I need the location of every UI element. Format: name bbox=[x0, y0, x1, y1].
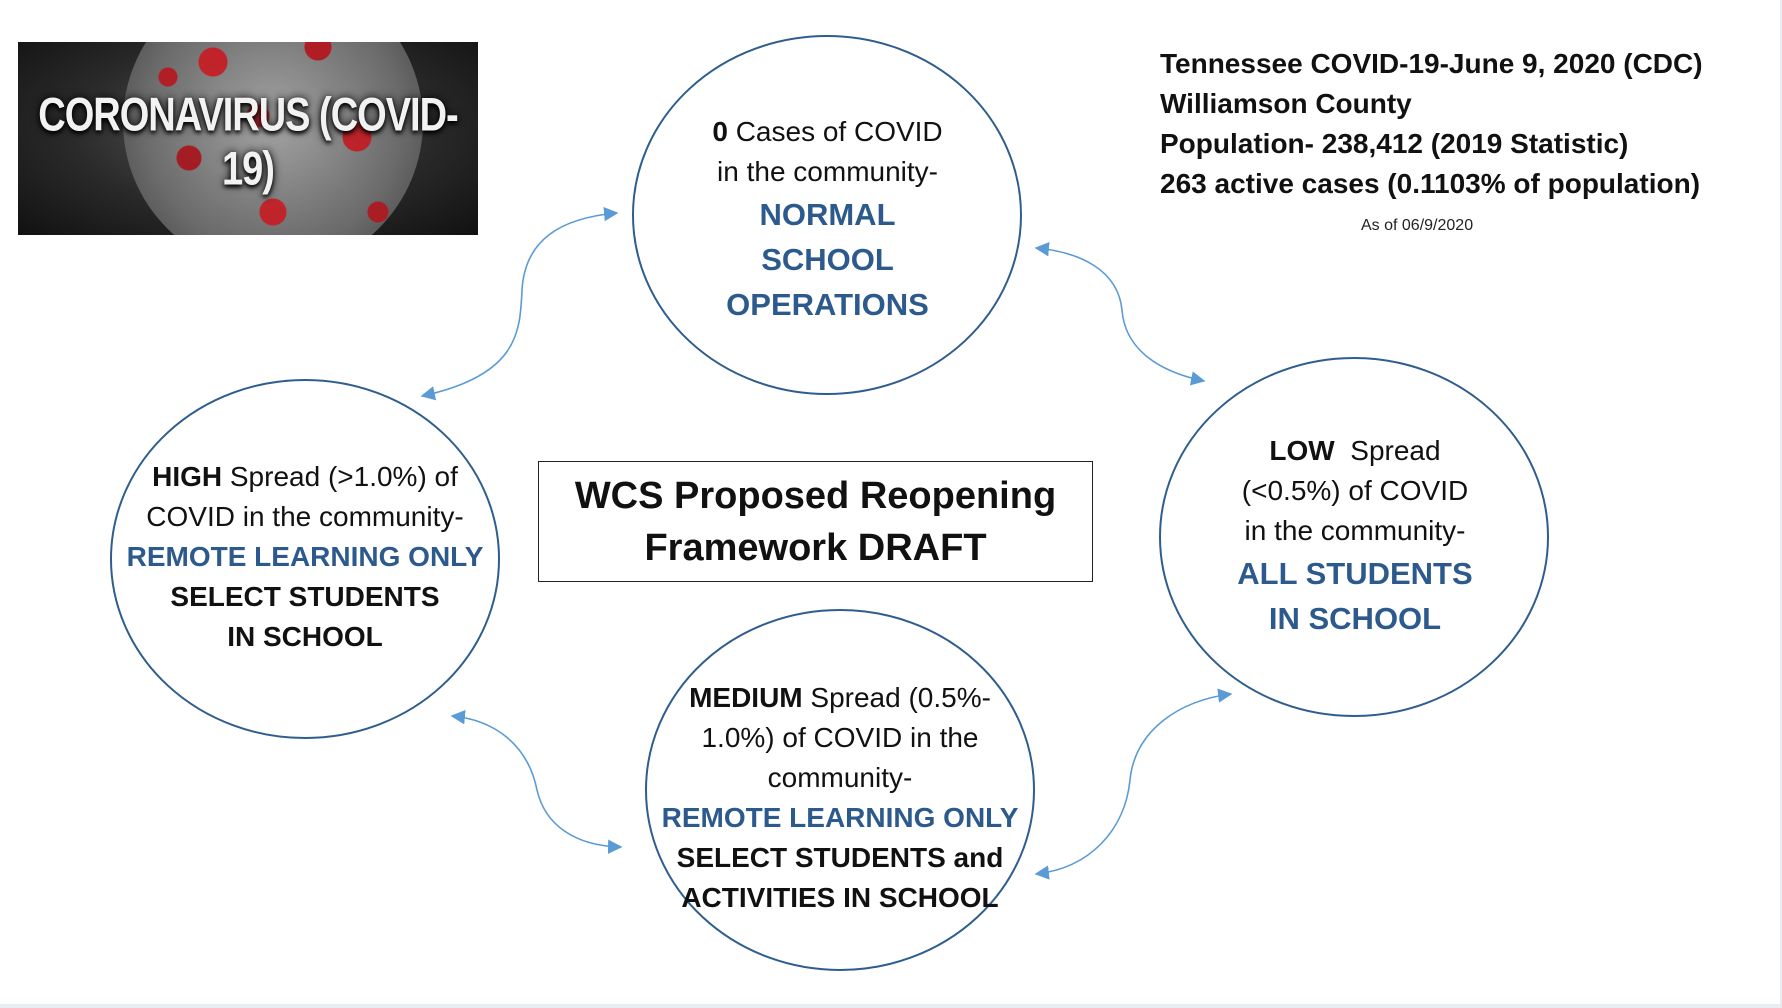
banner-caption: CORONAVIRUS (COVID-19) bbox=[38, 89, 458, 196]
medium-line-1: MEDIUM Spread (0.5%- bbox=[689, 682, 991, 713]
high-status-select-2: IN SCHOOL bbox=[227, 621, 383, 652]
stats-line-1: Tennessee COVID-19-June 9, 2020 (CDC) bbox=[1160, 48, 1703, 79]
medium-line-2: 1.0%) of COVID in the bbox=[701, 722, 979, 753]
high-line-1: HIGH Spread (>1.0%) of bbox=[152, 461, 458, 492]
medium-line-3: community- bbox=[767, 762, 913, 793]
arrow-normal-low bbox=[1034, 242, 1206, 386]
low-status-2: IN SCHOOL bbox=[1268, 601, 1442, 636]
normal-line-1: 0 Cases of COVID bbox=[712, 116, 943, 147]
coronavirus-banner-image: CORONAVIRUS (COVID-19) bbox=[18, 42, 478, 235]
low-line-2: (<0.5%) of COVID bbox=[1241, 475, 1469, 506]
stats-line-4: 263 active cases (0.1103% of population) bbox=[1160, 168, 1701, 199]
arrow-high-normal bbox=[420, 206, 619, 401]
low-line-1: LOW Spread bbox=[1269, 435, 1441, 466]
stats-line-2: Williamson County bbox=[1160, 88, 1412, 119]
normal-status-1: NORMAL bbox=[759, 197, 896, 232]
high-status-select-1: SELECT STUDENTS bbox=[170, 581, 440, 612]
medium-status-remote: REMOTE LEARNING ONLY bbox=[661, 802, 1019, 833]
medium-status-select-1: SELECT STUDENTS and bbox=[676, 842, 1004, 873]
arrow-medium-high bbox=[450, 710, 623, 854]
title-line-1: WCS Proposed Reopening bbox=[574, 474, 1057, 517]
high-level: HIGH bbox=[152, 461, 223, 492]
node-medium-spread: MEDIUM Spread (0.5%- 1.0%) of COVID in t… bbox=[645, 678, 1035, 918]
circle-normal-operations bbox=[632, 35, 1022, 395]
covid-stats-block: Tennessee COVID-19-June 9, 2020 (CDC) Wi… bbox=[1160, 44, 1703, 204]
circle-high-spread bbox=[110, 379, 500, 739]
node-normal-operations: 0 Cases of COVID in the community- NORMA… bbox=[660, 112, 995, 327]
high-status-remote: REMOTE LEARNING ONLY bbox=[126, 541, 484, 572]
normal-status-3: OPERATIONS bbox=[726, 287, 929, 322]
normal-case-count: 0 bbox=[712, 116, 728, 147]
title-line-2: Framework DRAFT bbox=[644, 526, 987, 569]
node-low-spread: LOW Spread (<0.5%) of COVID in the commu… bbox=[1190, 431, 1520, 641]
virus-illustration bbox=[123, 42, 423, 235]
high-line-2: COVID in the community- bbox=[146, 501, 464, 532]
arrow-low-medium bbox=[1034, 688, 1233, 880]
normal-status-2: SCHOOL bbox=[761, 242, 894, 277]
framework-title-box: WCS Proposed Reopening Framework DRAFT bbox=[538, 461, 1093, 582]
circle-medium-spread bbox=[645, 609, 1035, 971]
stats-line-3: Population- 238,412 (2019 Statistic) bbox=[1160, 128, 1629, 159]
medium-level: MEDIUM bbox=[689, 682, 803, 713]
node-high-spread: HIGH Spread (>1.0%) of COVID in the comm… bbox=[110, 457, 500, 657]
normal-line-2: in the community- bbox=[717, 156, 938, 187]
as-of-date: As of 06/9/2020 bbox=[1361, 217, 1474, 234]
circle-low-spread bbox=[1159, 357, 1549, 717]
low-status-1: ALL STUDENTS bbox=[1237, 556, 1473, 591]
low-level: LOW bbox=[1269, 435, 1335, 466]
medium-status-select-2: ACTIVITIES IN SCHOOL bbox=[681, 882, 999, 913]
low-line-3: in the community- bbox=[1244, 515, 1466, 546]
